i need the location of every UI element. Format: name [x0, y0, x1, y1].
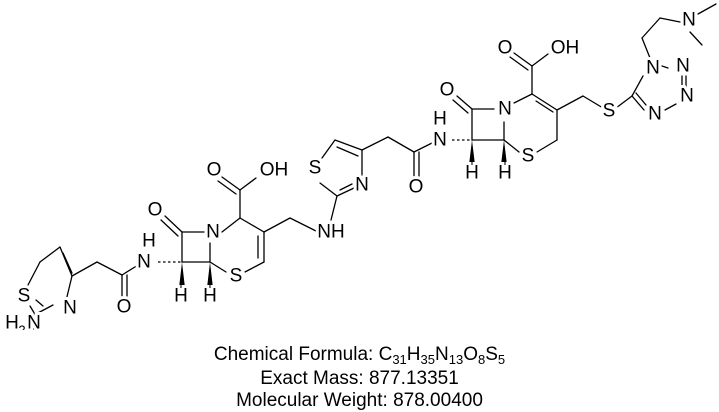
svg-text:H: H — [465, 163, 479, 184]
svg-text:S: S — [522, 146, 535, 167]
svg-text:S: S — [18, 286, 31, 307]
chemical-structure: S N O O N H N H H S O OH NH — [2, 3, 717, 331]
svg-text:N: N — [63, 298, 77, 319]
svg-text:H: H — [498, 163, 512, 184]
exact-mass: Exact Mass: 877.13351 — [260, 368, 459, 389]
svg-text:S: S — [230, 266, 243, 287]
svg-text:H: H — [142, 231, 156, 252]
svg-text:O: O — [207, 160, 222, 181]
svg-text:N: N — [27, 313, 41, 331]
cephem-core-left: O N H N H H S O OH NH — [134, 157, 348, 310]
svg-text:O: O — [117, 297, 132, 318]
svg-text:H: H — [433, 109, 447, 130]
cephem-core-right: O N H N H H S O OH S — [430, 35, 633, 187]
svg-text:O: O — [409, 177, 424, 198]
svg-text:S: S — [603, 101, 616, 122]
svg-text:N: N — [206, 222, 220, 243]
svg-text:H: H — [174, 286, 188, 307]
svg-text:N: N — [646, 58, 660, 79]
molecular-weight: Molecular Weight: 878.00400 — [236, 390, 483, 411]
svg-text:N: N — [680, 86, 694, 107]
svg-text:OH: OH — [260, 160, 289, 181]
svg-text:O: O — [148, 200, 163, 221]
thiazole-middle: S N O — [306, 136, 433, 221]
svg-text:N: N — [137, 252, 151, 273]
svg-text:N: N — [682, 10, 696, 31]
svg-text:N: N — [648, 104, 662, 125]
svg-text:H: H — [5, 313, 19, 331]
svg-text:OH: OH — [551, 38, 580, 59]
svg-text:N: N — [676, 56, 690, 77]
svg-text:N: N — [433, 130, 447, 151]
svg-text:S: S — [309, 158, 322, 179]
tetrazole: N N N N N — [631, 3, 717, 128]
svg-text:O: O — [440, 80, 455, 101]
chemical-formula: Chemical Formula: C31H35N13O8S5 — [213, 344, 506, 367]
svg-text:N: N — [355, 175, 369, 196]
svg-text:NH: NH — [317, 222, 344, 243]
svg-text:N: N — [498, 99, 512, 120]
svg-text:O: O — [498, 38, 513, 59]
svg-text:H: H — [203, 286, 217, 307]
svg-text:2: 2 — [18, 323, 25, 331]
aminothiazole-left: S N O — [15, 246, 144, 330]
amino-group-label: H 2 N — [2, 310, 44, 331]
